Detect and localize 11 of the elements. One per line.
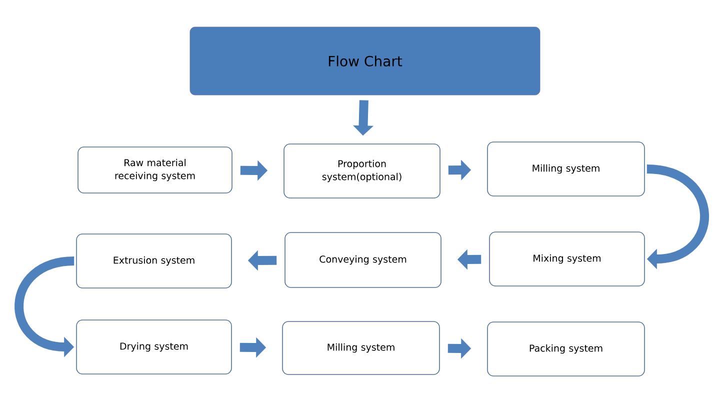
process-box: Raw material receiving system — [78, 146, 232, 194]
process-box: Drying system — [76, 320, 232, 374]
process-box: Packing system — [487, 322, 645, 376]
title-box: Flow Chart — [190, 26, 540, 96]
arrow — [646, 164, 709, 270]
process-box: Milling system — [487, 142, 645, 196]
process-box: Proportion system(optional) — [284, 144, 440, 198]
process-box: Conveying system — [284, 232, 442, 288]
process-box: Milling system — [282, 321, 440, 375]
process-box: Extrusion system — [76, 234, 232, 288]
process-box: Mixing system — [489, 232, 645, 286]
